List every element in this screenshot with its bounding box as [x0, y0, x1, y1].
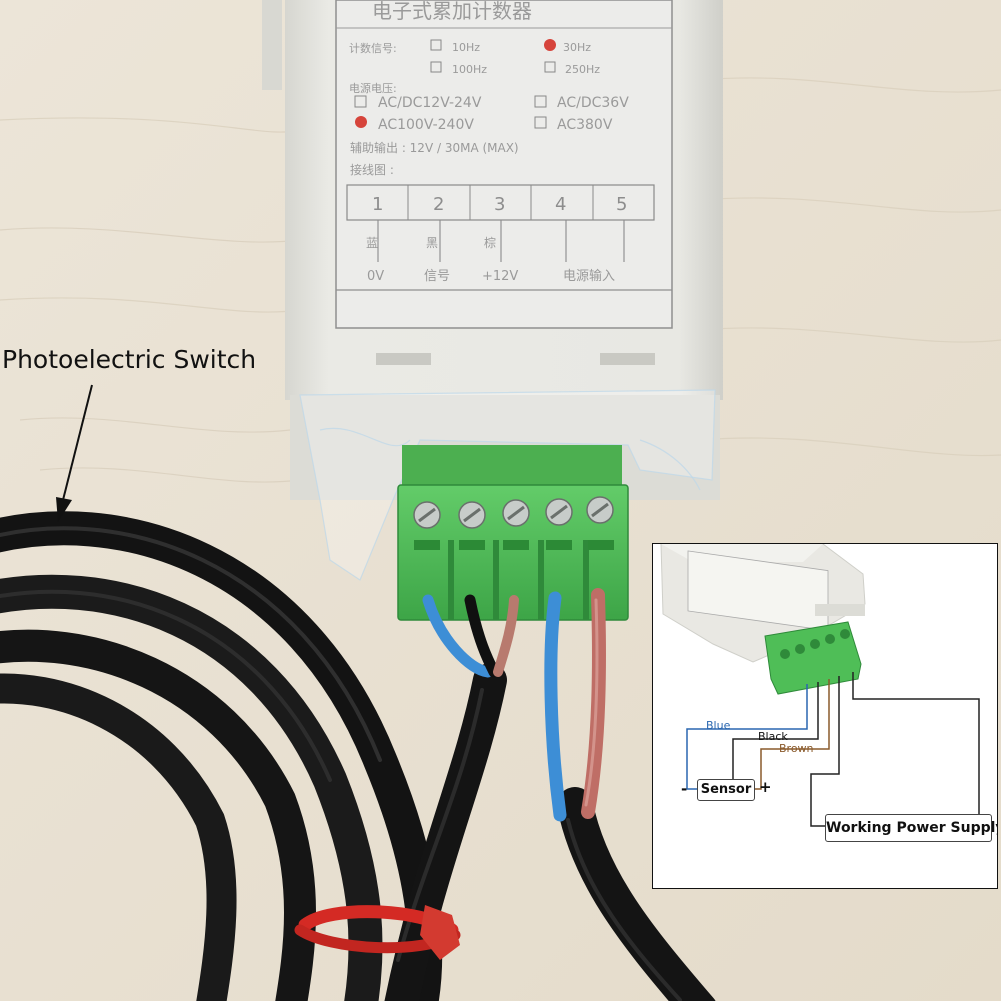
inset-graphic	[660, 544, 980, 827]
function-power-input: 电源输入	[563, 268, 615, 284]
inset-brown-label: Brown	[779, 742, 814, 755]
voltage-label: 电源电压:	[349, 81, 397, 95]
sensor-wire-brown	[493, 595, 519, 677]
inset-plus-sign: +	[759, 778, 772, 796]
inset-power-supply-box: Working Power Supply	[825, 814, 997, 842]
sensor-cable	[384, 594, 519, 1001]
freq-30hz: 30Hz	[563, 41, 591, 54]
terminal-5: 5	[616, 194, 627, 215]
signal-label: 计数信号:	[349, 42, 397, 55]
inset-black-label: Black	[758, 730, 788, 743]
terminal-1: 1	[372, 194, 383, 215]
sensor-wire-blue	[422, 594, 494, 678]
inset-blue-label: Blue	[706, 719, 731, 732]
red-zip-tie	[294, 905, 461, 960]
terminal-block	[397, 445, 629, 621]
voltage-380: AC380V	[557, 117, 613, 133]
power-wire-blue	[544, 591, 567, 822]
aux-output: 辅助输出 : 12V / 30MA (MAX)	[350, 140, 519, 155]
voltage-100-240: AC100V-240V	[378, 117, 474, 133]
caption-arrow	[56, 384, 93, 522]
freq-selected-dot	[544, 39, 556, 51]
counter-device	[262, 0, 723, 500]
voltage-selected-dot	[355, 116, 367, 128]
power-wire-brown	[581, 588, 606, 819]
sensor-wire-black	[464, 594, 500, 678]
device-label: 电子式累加计数器 计数信号: 10Hz 30Hz 100Hz 250Hz 电源电…	[346, 0, 655, 284]
wire-color-brown: 棕	[484, 235, 496, 250]
freq-10hz: 10Hz	[452, 41, 480, 54]
plastic-film	[299, 389, 716, 581]
label-panel	[335, 0, 673, 329]
wiring-diagram-inset: Blue Black Brown - Sensor + Working Powe…	[652, 543, 998, 889]
wire-color-blue: 蓝	[366, 236, 378, 250]
function-0v: 0V	[367, 269, 384, 284]
inset-sensor-box: Sensor	[697, 779, 755, 801]
voltage-12-24: AC/DC12V-24V	[378, 95, 482, 111]
function-12v: +12V	[482, 269, 518, 284]
terminal-3: 3	[494, 194, 505, 215]
freq-250hz: 250Hz	[565, 63, 600, 76]
wood-grain	[0, 77, 1001, 483]
inset-minus-sign: -	[681, 780, 688, 798]
freq-100hz: 100Hz	[452, 63, 487, 76]
terminal-2: 2	[433, 194, 444, 215]
function-signal: 信号	[424, 269, 450, 284]
power-cable	[544, 588, 716, 1001]
voltage-36: AC/DC36V	[557, 95, 629, 111]
wire-color-black: 黑	[426, 236, 438, 250]
device-title: 电子式累加计数器	[372, 0, 532, 23]
wiring-label: 接线图 :	[350, 162, 394, 177]
terminal-4: 4	[555, 194, 566, 215]
caption-label: Photoelectric Switch	[2, 345, 257, 374]
